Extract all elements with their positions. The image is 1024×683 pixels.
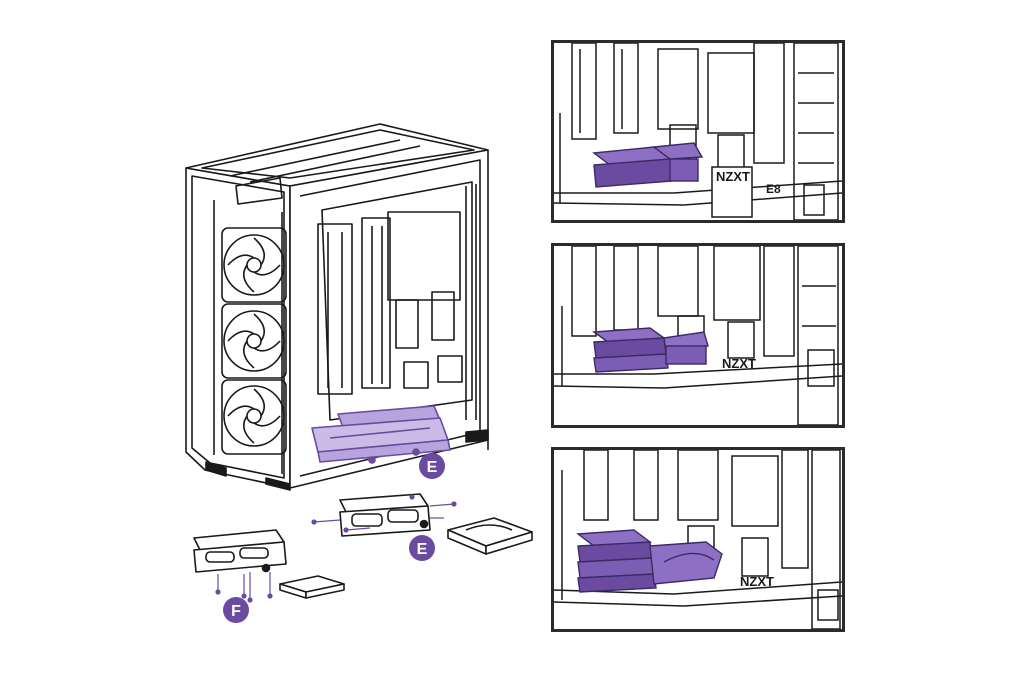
ssd-2-5 [279,575,345,599]
fan-top [221,227,287,303]
step-panel-1: NZXT E8 [551,40,845,223]
callout-e-lower: E [409,535,435,561]
case-interior [289,149,489,489]
panel2-drive-cages [592,327,709,373]
panel1-drive-cage [592,142,704,188]
front-fans [221,227,287,455]
panel3-nzxt-label: NZXT [740,574,774,589]
svg-text:E: E [427,459,438,476]
svg-text:E: E [417,541,428,558]
drive-cage-left [193,529,287,573]
case-exploded-view: E E F [185,123,533,623]
fan-middle [221,303,287,379]
panel1-e8-label: E8 [766,182,781,196]
callout-f: F [223,597,249,623]
screw-pins-f [215,572,273,603]
panel1-nzxt-label: NZXT [716,169,750,184]
callout-e-upper: E [419,453,445,479]
fan-bottom [221,379,287,455]
panel2-nzxt-label: NZXT [722,356,756,371]
screw-pins-e [311,494,457,533]
step-panel-3: NZXT [551,447,845,632]
svg-text:F: F [231,603,241,620]
panel3-drive-cages [576,529,723,593]
hard-drive-3-5 [447,517,533,555]
step-panel-2: NZXT [551,243,845,428]
drive-cage-installed [311,405,451,464]
